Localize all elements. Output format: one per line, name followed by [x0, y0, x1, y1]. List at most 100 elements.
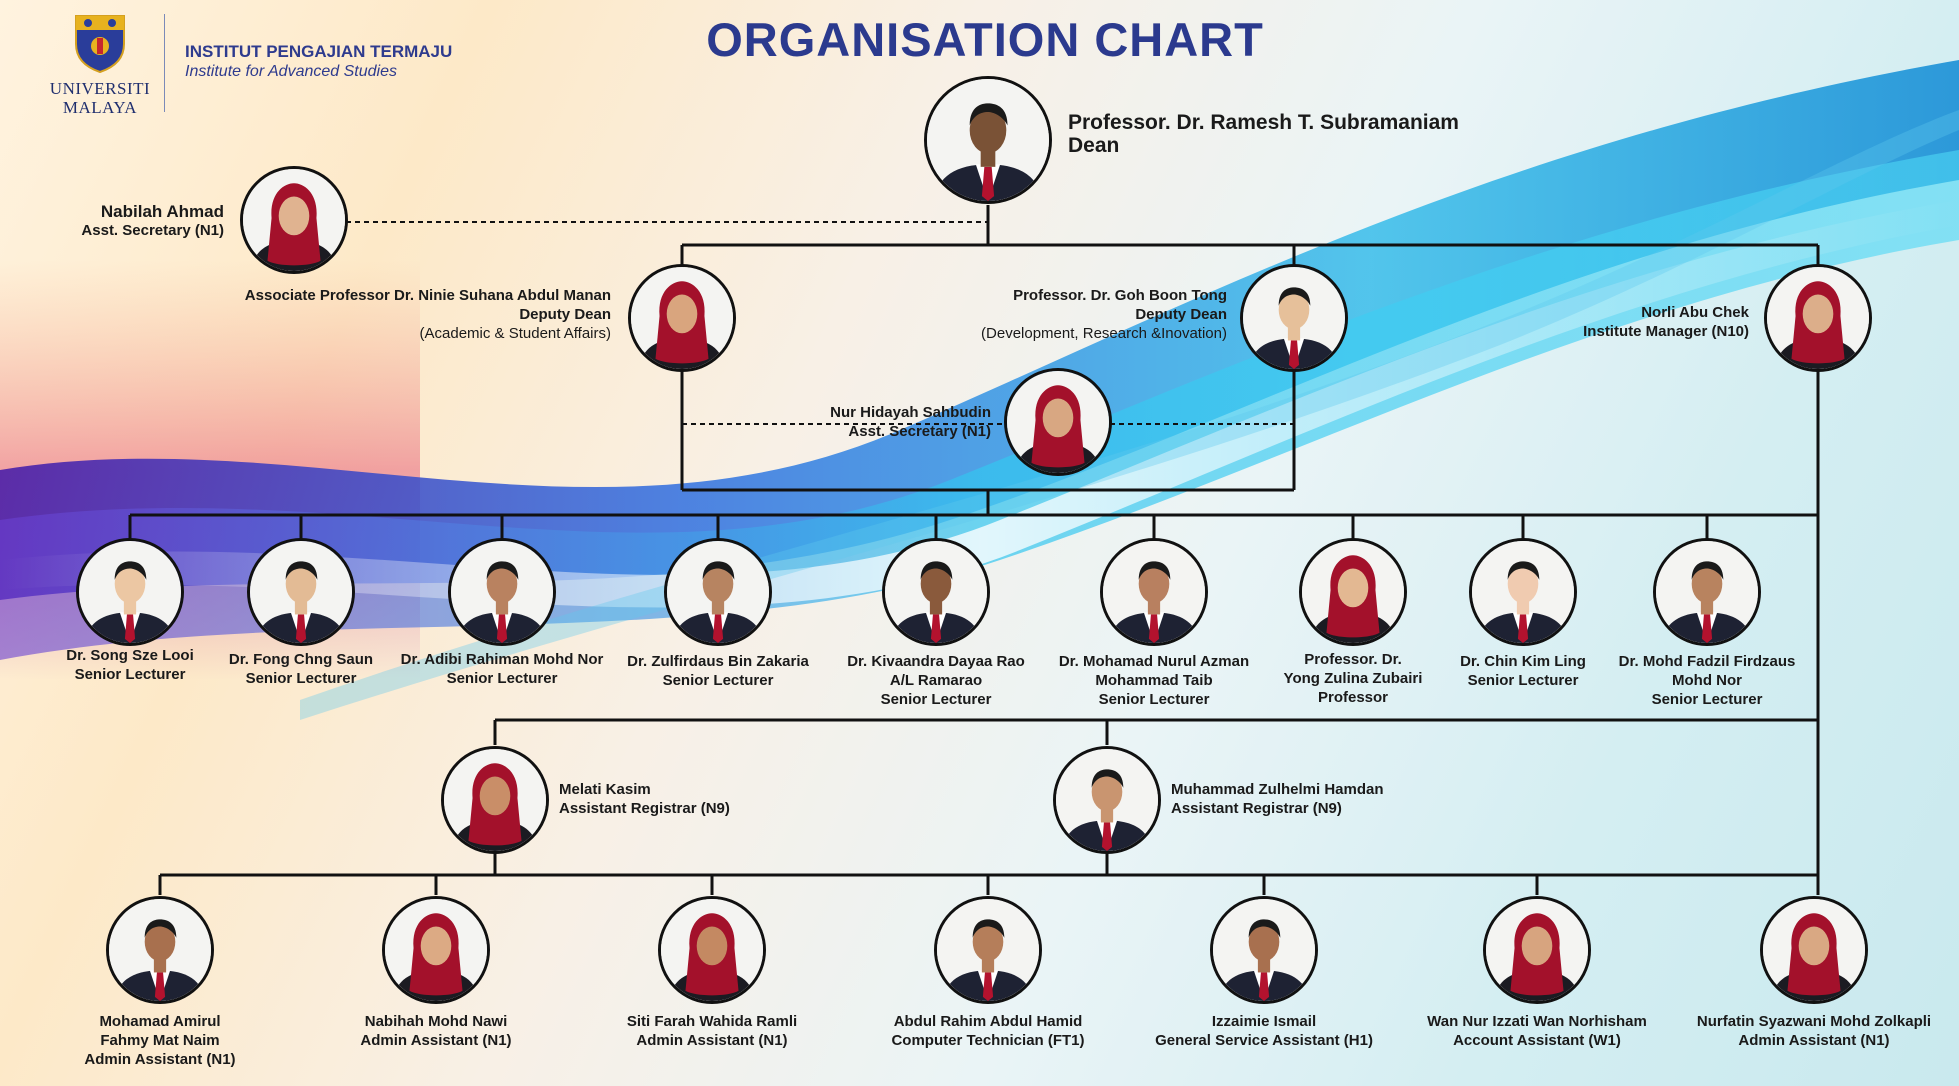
person-role: Admin Assistant (N1) — [1738, 1032, 1890, 1049]
university-logo: UNIVERSITI MALAYA — [40, 12, 160, 122]
avatar — [1760, 896, 1868, 1004]
university-name-line1: UNIVERSITI — [49, 79, 151, 98]
avatar — [1764, 264, 1872, 372]
staff-label: Nurfatin Syazwani Mohd Zolkapli Admin As… — [1684, 1012, 1944, 1050]
person-role: Senior Lecturer — [245, 670, 357, 687]
person-role: Assistant Registrar (N9) — [559, 800, 730, 817]
portrait-icon — [1243, 267, 1345, 369]
person-role: Dean — [1068, 134, 1120, 157]
portrait-icon — [1056, 749, 1158, 851]
portrait-icon — [243, 169, 345, 271]
avatar — [934, 896, 1042, 1004]
portrait-icon — [109, 899, 211, 1001]
portrait-icon — [1656, 541, 1758, 643]
page-title: ORGANISATION CHART — [706, 13, 1264, 66]
person-name: Nur Hidayah Sahbudin — [830, 404, 991, 421]
person-name: Dr. Mohd Fadzil Firdzaus — [1618, 653, 1796, 670]
avatar — [628, 264, 736, 372]
person-name: A/L Ramarao — [889, 672, 983, 689]
person-name: Siti Farah Wahida Ramli — [626, 1013, 798, 1030]
lecturer-label: Dr. Fong Chng Saun Senior Lecturer — [201, 650, 401, 688]
person-role: Senior Lecturer — [74, 666, 186, 683]
person-detail: (Development, Research &Inovation) — [981, 325, 1227, 342]
staff-label: Siti Farah Wahida Ramli Admin Assistant … — [602, 1012, 822, 1050]
person-name: Dr. Song Sze Looi — [66, 647, 194, 664]
avatar — [1100, 538, 1208, 646]
avatar — [1240, 264, 1348, 372]
avatar — [1053, 746, 1161, 854]
avatar — [1004, 368, 1112, 476]
portrait-icon — [667, 541, 769, 643]
person-name: Nabilah Ahmad — [100, 202, 224, 221]
avatar — [441, 746, 549, 854]
person-name: Abdul Rahim Abdul Hamid — [893, 1013, 1083, 1030]
avatar — [882, 538, 990, 646]
registrar-label: Muhammad Zulhelmi Hamdan Assistant Regis… — [1171, 780, 1384, 818]
registrar-label: Melati Kasim Assistant Registrar (N9) — [559, 780, 730, 818]
person-role: Assistant Registrar (N9) — [1171, 800, 1342, 817]
lecturer-label: Dr. Kivaandra Dayaa Rao A/L Ramarao Seni… — [831, 652, 1041, 709]
lecturer-label: Dr. Zulfirdaus Bin Zakaria Senior Lectur… — [613, 652, 823, 690]
person-name: Nurfatin Syazwani Mohd Zolkapli — [1696, 1013, 1932, 1030]
portrait-icon — [927, 79, 1049, 201]
avatar — [1210, 896, 1318, 1004]
institute-name-english: Institute for Advanced Studies — [185, 63, 397, 80]
person-name: Professor. Dr. Goh Boon Tong — [1013, 287, 1227, 304]
person-role: Account Assistant (W1) — [1453, 1032, 1621, 1049]
avatar — [658, 896, 766, 1004]
person-name: Fahmy Mat Naim — [100, 1032, 220, 1049]
portrait-icon — [250, 541, 352, 643]
person-name: Wan Nur Izzati Wan Norhisham — [1427, 1013, 1647, 1030]
dean-label: Professor. Dr. Ramesh T. Subramaniam Dea… — [1068, 111, 1459, 157]
person-name: Yong Zulina Zubairi — [1283, 670, 1423, 687]
avatar — [664, 538, 772, 646]
person-name: Mohammad Taib — [1095, 672, 1213, 689]
logo-divider — [164, 14, 165, 112]
deputy-dean-2-label: Professor. Dr. Goh Boon Tong Deputy Dean… — [981, 286, 1227, 343]
portrait-icon — [1472, 541, 1574, 643]
person-name: Nabihah Mohd Nawi — [364, 1013, 508, 1030]
deputy-dean-1-label: Associate Professor Dr. Ninie Suhana Abd… — [245, 286, 611, 343]
secretary-mid-label: Nur Hidayah Sahbudin Asst. Secretary (N1… — [830, 403, 991, 441]
avatar — [1299, 538, 1407, 646]
person-role: Senior Lecturer — [1467, 672, 1579, 689]
person-name: Mohd Nor — [1672, 672, 1742, 689]
person-role: Senior Lecturer — [1651, 691, 1763, 708]
person-name: Mohamad Amirul — [99, 1013, 221, 1030]
avatar — [76, 538, 184, 646]
institute-name-malay: INSTITUT PENGAJIAN TERMAJU — [185, 42, 453, 61]
portrait-icon — [1302, 541, 1404, 643]
person-role: Deputy Dean — [1135, 306, 1227, 323]
portrait-icon — [631, 267, 733, 369]
person-name: Dr. Kivaandra Dayaa Rao — [847, 653, 1025, 670]
person-role: Computer Technician (FT1) — [891, 1032, 1085, 1049]
avatar — [106, 896, 214, 1004]
avatar — [247, 538, 355, 646]
portrait-icon — [1007, 371, 1109, 473]
avatar — [924, 76, 1052, 204]
person-name: Izzaimie Ismail — [1211, 1013, 1317, 1030]
person-role: Senior Lecturer — [1098, 691, 1210, 708]
person-role: Senior Lecturer — [446, 670, 558, 687]
person-role: Admin Assistant (N1) — [636, 1032, 788, 1049]
person-role: Senior Lecturer — [880, 691, 992, 708]
staff-label: Izzaimie Ismail General Service Assistan… — [1144, 1012, 1384, 1050]
crest-icon — [75, 15, 125, 74]
person-name: Melati Kasim — [559, 781, 651, 798]
portrait-icon — [661, 899, 763, 1001]
lecturer-label: Dr. Mohd Fadzil Firdzaus Mohd Nor Senior… — [1597, 652, 1817, 709]
university-name-line2: MALAYA — [62, 98, 138, 117]
portrait-icon — [1103, 541, 1205, 643]
person-name: Dr. Mohamad Nurul Azman — [1058, 653, 1250, 670]
portrait-icon — [79, 541, 181, 643]
person-name: Muhammad Zulhelmi Hamdan — [1171, 781, 1384, 798]
portrait-icon — [1213, 899, 1315, 1001]
person-role: Asst. Secretary (N1) — [81, 222, 224, 239]
person-name: Associate Professor Dr. Ninie Suhana Abd… — [244, 287, 611, 304]
person-name: Dr. Adibi Rahiman Mohd Nor — [400, 651, 604, 668]
portrait-icon — [451, 541, 553, 643]
portrait-icon — [937, 899, 1039, 1001]
